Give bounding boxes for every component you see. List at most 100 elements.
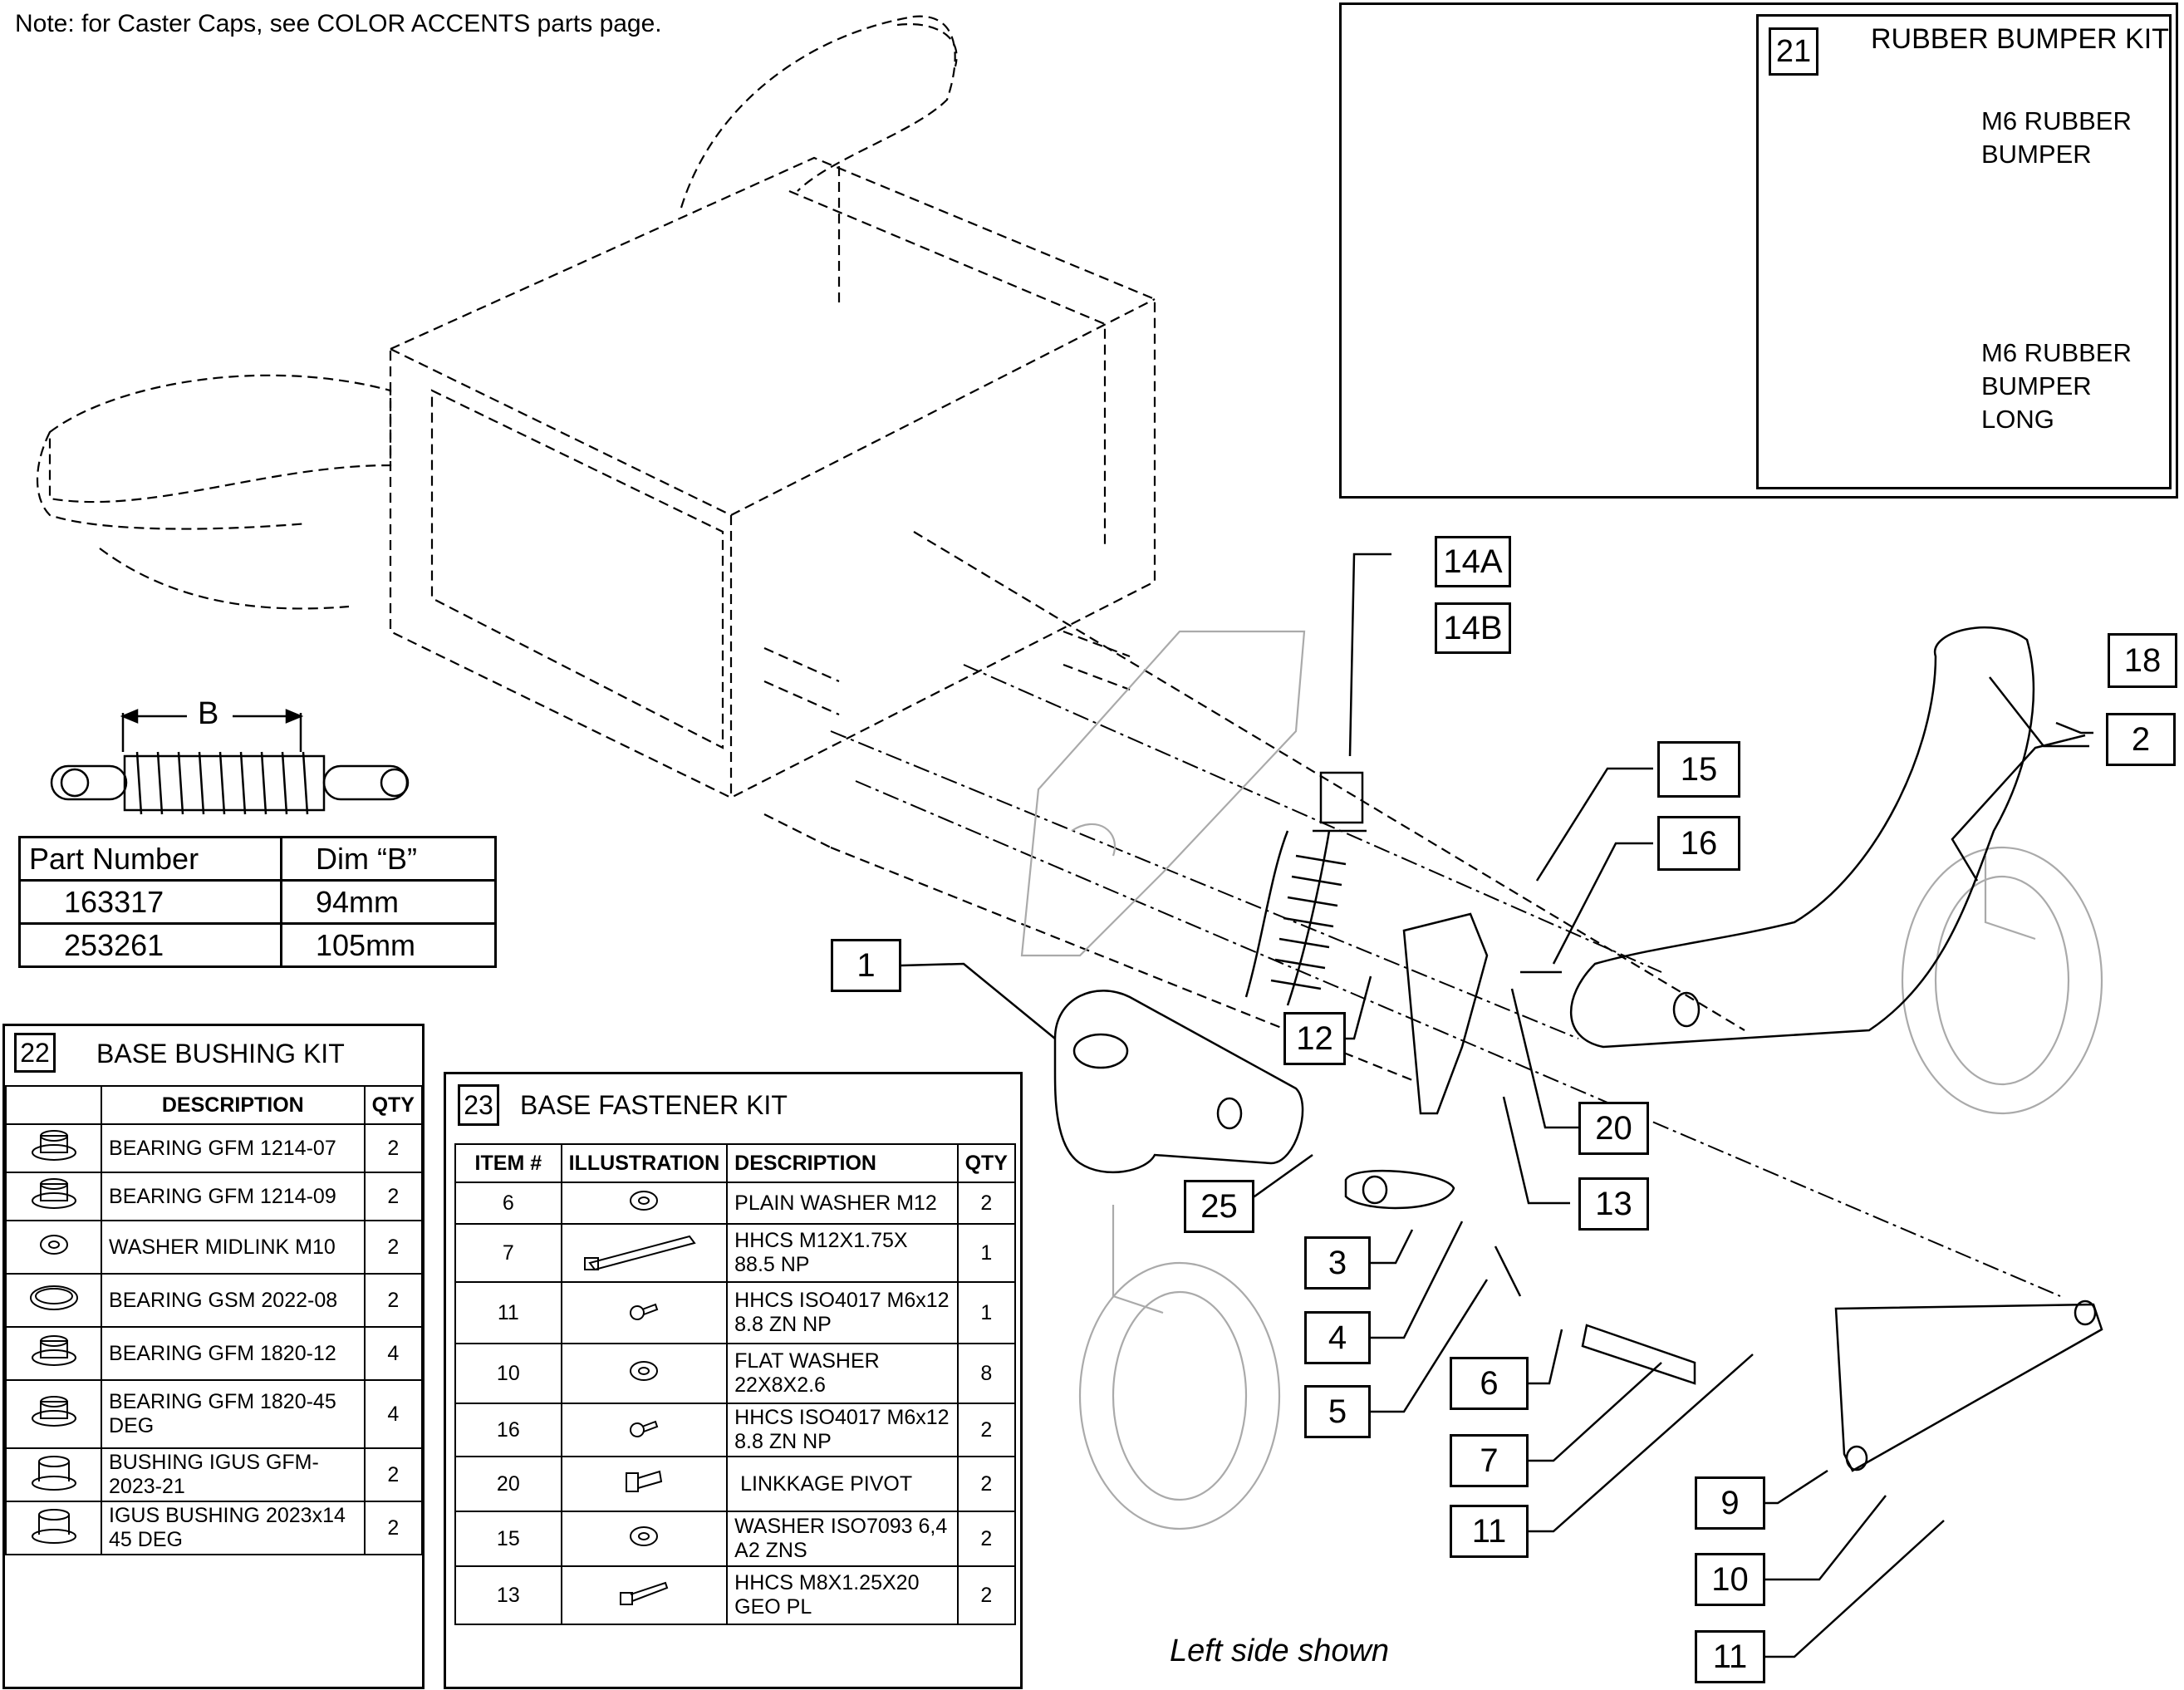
short-bolt-icon — [560, 1281, 729, 1344]
callout-9: 9 — [1695, 1476, 1765, 1530]
flanged-bearing-icon — [4, 1123, 103, 1173]
description-cell: HHCS M12X1.75X 88.5 NP — [726, 1223, 959, 1283]
qty-cell: 2 — [956, 1565, 1017, 1625]
qty-cell: 2 — [956, 1403, 1017, 1457]
icon-column-header — [4, 1085, 103, 1125]
item-number-cell: 15 — [454, 1511, 562, 1567]
qty-cell: 2 — [956, 1511, 1017, 1567]
base-bushing-kit-title: BASE BUSHING KIT — [96, 1039, 345, 1069]
callout-6: 6 — [1450, 1357, 1529, 1410]
description-cell: WASHER ISO7093 6,4 A2 ZNS — [726, 1511, 959, 1567]
pivot-bolt-icon — [560, 1456, 729, 1512]
qty-cell: 8 — [956, 1343, 1017, 1404]
bolt-icon — [560, 1565, 729, 1625]
description-cell: BEARING GSM 2022-08 — [101, 1273, 366, 1328]
illustration-header: ILLUSTRATION — [560, 1143, 729, 1183]
base-bushing-kit-number: 22 — [14, 1033, 56, 1073]
long-bolt-icon — [560, 1223, 729, 1283]
callout-14b: 14B — [1435, 602, 1511, 654]
qty-cell: 2 — [363, 1273, 424, 1328]
callout-20: 20 — [1578, 1102, 1649, 1155]
part-number-header: Part Number — [18, 836, 282, 882]
short-bolt-icon — [560, 1403, 729, 1457]
callout-5: 5 — [1304, 1385, 1371, 1438]
callout-11: 11 — [1450, 1505, 1529, 1558]
table-header-row: DESCRIPTION QTY — [4, 1085, 424, 1125]
item-number-cell: 16 — [454, 1403, 562, 1457]
item-number-cell: 20 — [454, 1456, 562, 1512]
callout-10: 10 — [1695, 1553, 1765, 1606]
item-number-cell: 13 — [454, 1565, 562, 1625]
dim-b-header: Dim “B” — [280, 836, 497, 882]
description-cell: BEARING GFM 1820-12 — [101, 1326, 366, 1381]
qty-cell: 2 — [363, 1501, 424, 1555]
qty-header: QTY — [363, 1085, 424, 1125]
callout-15: 15 — [1657, 741, 1740, 798]
callout-7: 7 — [1450, 1434, 1529, 1487]
table-row: Part Number Dim “B” — [18, 836, 497, 882]
base-fastener-kit-number: 23 — [458, 1084, 499, 1126]
bushing-icon — [4, 1447, 103, 1502]
item-number-header: ITEM # — [454, 1143, 562, 1183]
bushing-icon — [4, 1501, 103, 1555]
m6-rubber-bumper-long-label: M6 RUBBER BUMPER LONG — [1981, 338, 2132, 434]
item-number-cell: 6 — [454, 1182, 562, 1225]
callout-14a: 14A — [1435, 536, 1511, 587]
base-fastener-kit-title: BASE FASTENER KIT — [520, 1090, 788, 1120]
part-number-cell: 163317 — [18, 879, 282, 925]
flanged-bearing-icon — [4, 1379, 103, 1449]
callout-4: 4 — [1304, 1311, 1371, 1364]
description-cell: BEARING GFM 1214-07 — [101, 1123, 366, 1173]
description-header: DESCRIPTION — [101, 1085, 366, 1125]
callout-1: 1 — [831, 939, 901, 992]
dim-b-cell: 94mm — [280, 879, 497, 925]
callout-18: 18 — [2108, 633, 2177, 688]
description-cell: BEARING GFM 1214-09 — [101, 1172, 366, 1221]
description-cell: HHCS M8X1.25X20 GEO PL — [726, 1565, 959, 1625]
qty-cell: 4 — [363, 1379, 424, 1449]
description-cell: HHCS ISO4017 M6x12 8.8 ZN NP — [726, 1281, 959, 1344]
item-number-cell: 11 — [454, 1281, 562, 1344]
description-cell: IGUS BUSHING 2023x14 45 DEG — [101, 1501, 366, 1555]
callout-25: 25 — [1184, 1180, 1254, 1233]
qty-cell: 2 — [956, 1182, 1017, 1225]
qty-cell: 4 — [363, 1326, 424, 1381]
callout-11-lower: 11 — [1695, 1630, 1765, 1683]
description-cell: BEARING GFM 1820-45 DEG — [101, 1379, 366, 1449]
m6-rubber-bumper-label: M6 RUBBER BUMPER — [1981, 106, 2132, 169]
callout-3: 3 — [1304, 1236, 1371, 1290]
qty-cell: 2 — [363, 1447, 424, 1502]
qty-cell: 1 — [956, 1281, 1017, 1344]
table-header-row: ITEM # ILLUSTRATION DESCRIPTION QTY — [454, 1143, 1017, 1183]
callout-16: 16 — [1657, 816, 1740, 871]
dim-b-cell: 105mm — [280, 922, 497, 968]
part-number-table: Part Number Dim “B” 163317 94mm 253261 1… — [18, 836, 497, 968]
description-cell: LINKKAGE PIVOT — [726, 1456, 959, 1512]
item-number-cell: 10 — [454, 1343, 562, 1404]
table-row: 253261 105mm — [18, 922, 497, 968]
description-header: DESCRIPTION — [726, 1143, 959, 1183]
rubber-bumper-kit-inner — [1756, 14, 2172, 489]
washer-icon — [560, 1343, 729, 1404]
dimension-b-label: B — [198, 696, 219, 731]
flanged-bearing-icon — [4, 1326, 103, 1381]
qty-cell: 2 — [956, 1456, 1017, 1512]
qty-cell: 2 — [363, 1123, 424, 1173]
